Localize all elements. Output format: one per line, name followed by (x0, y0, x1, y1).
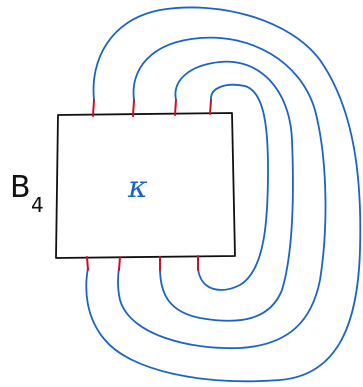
endpoint-top-3 (174, 99, 177, 116)
endpoint-bottom-1 (86, 256, 89, 271)
tangle-box: κ (55, 112, 236, 259)
strand-3 (159, 60, 294, 322)
closure-strands (85, 6, 362, 383)
endpoint-top-2 (132, 99, 135, 117)
endpoint-top-1 (92, 99, 95, 117)
endpoint-bottom-2 (118, 256, 121, 271)
strand-2 (117, 36, 327, 350)
box-inner-label: κ (127, 170, 148, 205)
endpoint-ticks (86, 99, 212, 271)
strand-4 (197, 83, 269, 291)
box-label-subscript: 4 (31, 193, 44, 217)
endpoint-top-4 (209, 99, 212, 115)
box-label: B (10, 170, 31, 205)
tangle-box-outline (55, 112, 236, 259)
strand-1 (85, 6, 362, 383)
